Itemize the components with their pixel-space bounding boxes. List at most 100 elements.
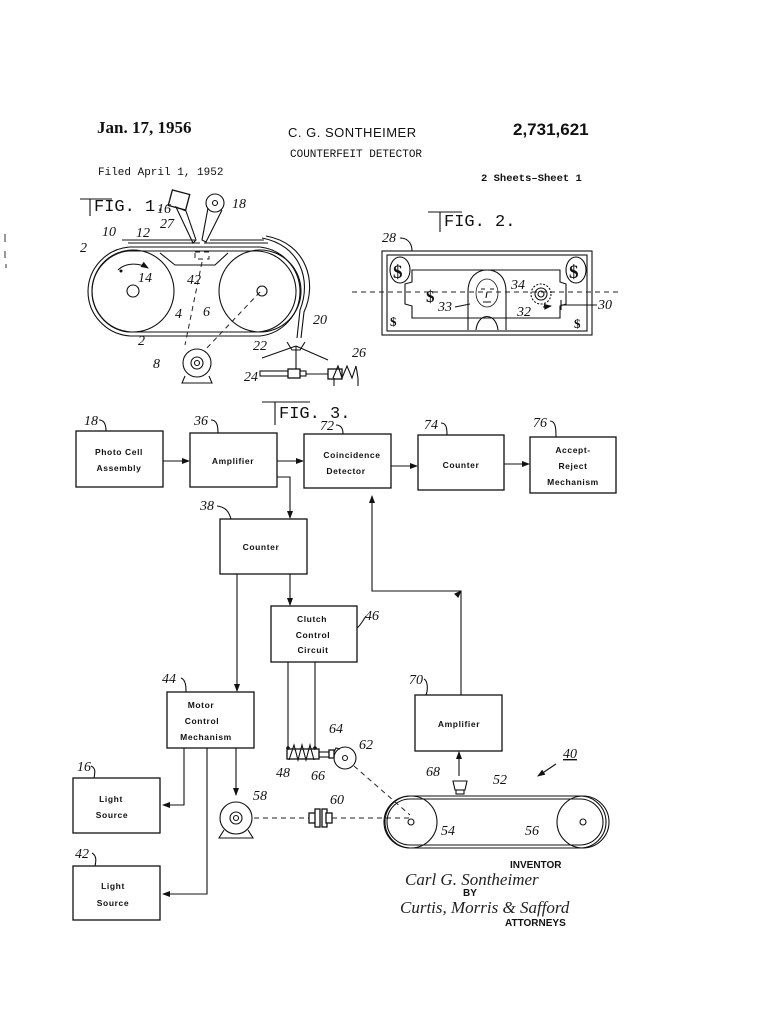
motor-58	[218, 801, 254, 839]
dollar-sign-bottom-right: $	[574, 316, 581, 331]
patent-number: 2,731,621	[513, 120, 589, 139]
drum-6	[218, 249, 302, 333]
ref-2-bottom: 2	[138, 334, 145, 349]
block-text: Clutch	[297, 614, 327, 624]
clutch-60	[308, 808, 333, 828]
ref-33: 33	[437, 300, 452, 315]
block-text: Control	[296, 630, 330, 640]
block-text: Assembly	[97, 463, 142, 473]
ref-54: 54	[441, 824, 455, 839]
block-text: Source	[97, 898, 129, 908]
ref-66: 66	[311, 769, 325, 784]
ref-20: 20	[313, 313, 327, 328]
block-text: Light	[101, 881, 125, 891]
ref-36: 36	[193, 414, 208, 429]
block-text: Control	[185, 716, 219, 726]
ref-12: 12	[136, 226, 150, 241]
patent-title: COUNTERFEIT DETECTOR	[290, 149, 423, 161]
block-counter-74: Counter	[417, 434, 505, 491]
figure-3: FIG. 3. Photo Cell Assembly	[72, 401, 617, 921]
block-light-source-42: Light Source	[72, 865, 161, 921]
fig3-title: FIG. 3.	[279, 405, 350, 424]
block-amplifier-36: Amplifier	[189, 432, 278, 488]
ref-42: 42	[187, 273, 201, 288]
block-text: Mechanism	[180, 732, 232, 742]
ref-27: 27	[160, 217, 175, 232]
block-amplifier-70: Amplifier	[414, 694, 503, 752]
ref-52: 52	[493, 773, 507, 788]
banknote-28: $ $ $ $ $	[381, 250, 593, 336]
ref-44: 44	[162, 672, 176, 687]
block-text: Mechanism	[547, 477, 599, 487]
ref-6: 6	[203, 305, 210, 320]
block-text: Detector	[326, 466, 365, 476]
block-text: Reject	[558, 461, 587, 471]
ref-72: 72	[320, 419, 334, 434]
cam-drive-link	[353, 765, 411, 816]
ref-32: 32	[516, 305, 531, 320]
sheet-count: 2 Sheets–Sheet 1	[481, 173, 582, 185]
dollar-sign-top-left: $	[393, 262, 403, 283]
ref-14: 14	[138, 271, 152, 286]
pulley-54	[384, 795, 438, 849]
ref-8: 8	[153, 357, 160, 372]
block-text: Counter	[243, 542, 280, 552]
seal-34	[530, 283, 552, 305]
block-text: Amplifier	[212, 456, 254, 466]
fig2-title: FIG. 2.	[444, 213, 515, 232]
block-accept-reject-mechanism: Accept- Reject Mechanism	[529, 436, 617, 494]
dollar-sign-top-right: $	[569, 262, 579, 283]
ref-26: 26	[352, 346, 366, 361]
ref-34: 34	[510, 278, 525, 293]
scan-artifacts	[4, 234, 7, 268]
clutch-solenoid-48	[286, 742, 335, 763]
ref-16: 16	[157, 202, 171, 217]
ref-28: 28	[382, 231, 396, 246]
block-photo-cell-assembly: Photo Cell Assembly	[75, 430, 164, 488]
ref-68: 68	[426, 765, 440, 780]
conveyor-belt-52	[383, 795, 610, 849]
cam-62	[333, 746, 357, 770]
ref-2-top: 2	[80, 241, 87, 256]
drum-4	[91, 249, 175, 333]
ref-60: 60	[330, 793, 344, 808]
ref-4: 4	[175, 307, 182, 322]
photo-cell-18-device	[201, 193, 225, 243]
ref-40: 40	[563, 747, 577, 762]
ref-70: 70	[409, 673, 423, 688]
ref-76: 76	[533, 416, 547, 431]
ref-42-block: 42	[75, 847, 89, 862]
block-text: Motor	[188, 700, 215, 710]
by-caption: BY	[463, 888, 477, 899]
figure-1: FIG. 1.	[80, 189, 366, 386]
dollar-sign-bottom-left: $	[390, 314, 397, 329]
block-motor-control-mechanism: Motor Control Mechanism	[166, 691, 255, 749]
block-light-source-16: Light Source	[72, 777, 161, 834]
attorneys-signature: Curtis, Morris & Safford	[400, 898, 570, 917]
ref-48: 48	[276, 766, 290, 781]
light-source-16-device	[167, 189, 197, 244]
figure-2: FIG. 2. $ $ $ $ $	[352, 211, 622, 336]
signature-block: INVENTOR Carl G. Sontheimer BY Curtis, M…	[400, 860, 570, 929]
ref-38: 38	[199, 499, 214, 514]
ref-62: 62	[359, 738, 373, 753]
ref-58: 58	[253, 789, 267, 804]
filed-date: Filed April 1, 1952	[98, 167, 224, 179]
pulley-56	[556, 795, 610, 849]
block-text: Photo Cell	[95, 447, 143, 457]
inventor-signature: Carl G. Sontheimer	[405, 870, 539, 889]
ref-10: 10	[102, 225, 116, 240]
fig2-label: FIG. 2.	[428, 211, 515, 232]
ref-22: 22	[253, 339, 267, 354]
dollar-sign-center: $	[426, 287, 435, 306]
motor-8	[181, 348, 213, 384]
block-coincidence-detector: Coincidence Detector	[303, 433, 392, 489]
inventor-caption: INVENTOR	[510, 860, 562, 871]
ref-16-block: 16	[77, 760, 91, 775]
fig3-label: FIG. 3.	[262, 401, 350, 425]
ref-74: 74	[424, 418, 438, 433]
block-text: Accept-	[555, 445, 590, 455]
fig1-label: FIG. 1.	[80, 198, 165, 217]
pointer-40	[537, 763, 557, 777]
